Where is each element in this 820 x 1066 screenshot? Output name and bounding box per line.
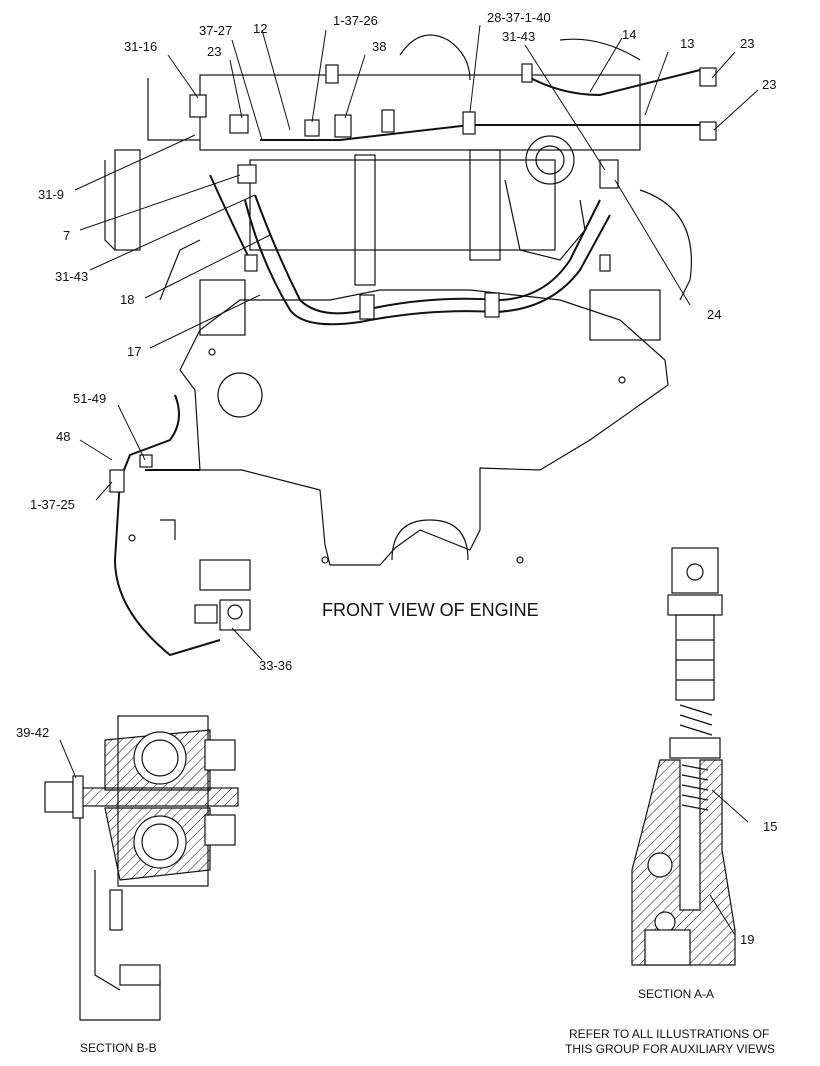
engine-boss-circle bbox=[217, 372, 263, 418]
note-line-1: REFER TO ALL ILLUSTRATIONS OF bbox=[569, 1027, 769, 1041]
label-31-43-top: 31-43 bbox=[502, 29, 535, 44]
engine-front-view: 31-16 23 37-27 12 1-37-26 38 28-37-1-40 … bbox=[30, 10, 776, 673]
crank-cutout bbox=[391, 519, 469, 561]
fuel-line-17 bbox=[254, 194, 601, 315]
label-1-37-25: 1-37-25 bbox=[30, 497, 75, 512]
label-28-37-1-40: 28-37-1-40 bbox=[487, 10, 551, 25]
aa-cap-nut bbox=[671, 547, 719, 594]
label-24: 24 bbox=[707, 307, 721, 322]
section-aa: 15 19 SECTION A-A bbox=[631, 547, 777, 1001]
top-casting bbox=[399, 34, 471, 81]
label-48: 48 bbox=[56, 429, 70, 444]
label-13: 13 bbox=[680, 36, 694, 51]
label-12: 12 bbox=[253, 21, 267, 36]
fitting-38 bbox=[334, 114, 352, 138]
bb-bolt-39-42 bbox=[77, 787, 239, 807]
label-37-27: 37-27 bbox=[199, 23, 232, 38]
section-bb: 39-42 SECTION B-B bbox=[16, 715, 239, 1055]
fitting-1-37-25 bbox=[109, 469, 125, 493]
fitting-24 bbox=[599, 159, 619, 189]
label-31-43-left: 31-43 bbox=[55, 269, 88, 284]
label-31-9: 31-9 bbox=[38, 187, 64, 202]
label-51-49: 51-49 bbox=[73, 391, 106, 406]
label-23-a: 23 bbox=[207, 44, 221, 59]
label-1-37-26: 1-37-26 bbox=[333, 13, 378, 28]
label-7: 7 bbox=[63, 228, 70, 243]
section-bb-caption: SECTION B-B bbox=[80, 1041, 157, 1055]
front-cover bbox=[249, 159, 556, 251]
note-line-2: THIS GROUP FOR AUXILIARY VIEWS bbox=[565, 1042, 775, 1056]
aa-body-hatch bbox=[631, 759, 736, 966]
section-aa-caption: SECTION A-A bbox=[638, 987, 714, 1001]
label-19: 19 bbox=[740, 932, 754, 947]
fitting-31-16 bbox=[189, 94, 207, 118]
label-33-36: 33-36 bbox=[259, 658, 292, 673]
fuel-line-13 bbox=[260, 124, 700, 141]
aa-spring bbox=[679, 704, 713, 736]
label-17: 17 bbox=[127, 344, 141, 359]
aux-line bbox=[113, 394, 221, 657]
engine-block-outline bbox=[179, 289, 669, 566]
pulley-a bbox=[525, 135, 575, 185]
label-39-42: 39-42 bbox=[16, 725, 49, 740]
label-23-c: 23 bbox=[762, 77, 776, 92]
left-bracket bbox=[114, 149, 141, 251]
label-31-16: 31-16 bbox=[124, 39, 157, 54]
label-18: 18 bbox=[120, 292, 134, 307]
housing-left bbox=[147, 78, 200, 141]
label-23-b: 23 bbox=[740, 36, 754, 51]
aa-threads bbox=[681, 764, 709, 811]
fitting-7 bbox=[237, 164, 257, 184]
front-view-title: FRONT VIEW OF ENGINE bbox=[322, 600, 539, 620]
label-15: 15 bbox=[763, 819, 777, 834]
label-38: 38 bbox=[372, 39, 386, 54]
fuel-line-18 bbox=[244, 199, 611, 326]
fuel-line-14 bbox=[524, 69, 701, 97]
aa-barrel bbox=[675, 614, 715, 701]
label-14: 14 bbox=[622, 27, 636, 42]
rail-housing bbox=[199, 74, 641, 151]
